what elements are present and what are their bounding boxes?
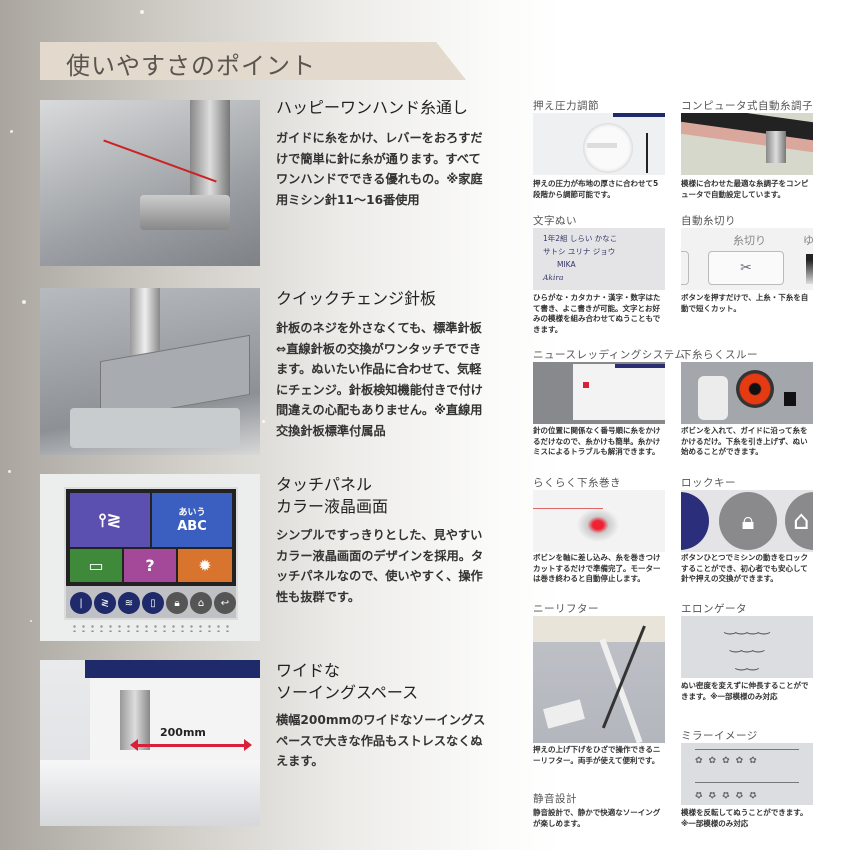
home-icon[interactable]: ⌂ xyxy=(190,592,212,614)
buttonhole-button[interactable]: ▯ xyxy=(142,592,164,614)
feature-body: 針板のネジを外さなくても、標準針板⇔直線針板の交換がワンタッチでできます。ぬいた… xyxy=(276,321,483,438)
folder-icon: ▭ xyxy=(88,556,104,575)
feature-title: ワイドな ソーイングスペース xyxy=(276,661,419,702)
scallop-row: ‿‿ xyxy=(735,655,759,671)
lock-key-photo: 🔒︎ ⌂ xyxy=(681,490,813,552)
point-body: 針の位置に関係なく番号順に糸をかけるだけなので、糸かけも簡単。糸かけミスによるト… xyxy=(533,426,661,456)
page-title: 使いやすさのポイント xyxy=(66,52,316,80)
home-icon: ⌂ xyxy=(785,492,813,550)
thread-cut-label: 糸切り xyxy=(733,234,766,247)
point-body: ボビンを軸に差し込み、糸を巻きつけカットするだけで準備完了。モーターは巻き終わる… xyxy=(533,553,661,583)
lcd-folder-tile[interactable]: ▭ xyxy=(70,549,122,582)
point-body: ボビンを入れて、ガイドに沿って糸をかけるだけ。下糸を引き上げず、ぬい始めることが… xyxy=(681,426,808,456)
point-title: 自動糸切り xyxy=(681,215,736,227)
feature-title: ハッピーワンハンド糸通し xyxy=(276,98,469,117)
point-body: ぬい密度を変えずに伸長することができます。※一部模様のみ対応 xyxy=(681,681,809,701)
point-title: 押え圧力調節 xyxy=(533,100,599,112)
lock-icon[interactable]: 🔒︎ xyxy=(166,592,188,614)
kana-label: あいう xyxy=(178,508,206,518)
elongation-sample: ‿‿‿‿ ‿‿‿ ‿‿ xyxy=(681,616,813,678)
gear-icon: ✹ xyxy=(198,556,212,575)
needle-plate-photo xyxy=(40,288,260,455)
point-title: コンピュータ式自動糸調子 xyxy=(681,100,813,112)
point-title: エロンゲータ xyxy=(681,603,747,615)
abc-label: ABC xyxy=(177,519,207,534)
sample-line: 1年2組 しらい かなこ xyxy=(543,234,618,243)
scallop-row: ‿‿‿ xyxy=(730,637,764,653)
feature-body: ガイドに糸をかけ、レバーをおろすだけで簡単に針に糸が通ります。すべてワンハンドで… xyxy=(276,131,483,207)
thread-cut-button[interactable]: ✂ xyxy=(708,251,784,285)
lock-icon: 🔒︎ xyxy=(719,492,777,550)
lcd-help-tile[interactable]: ? xyxy=(124,549,176,582)
point-title: ニーリフター xyxy=(533,603,599,615)
point-body: ひらがな・カタカナ・漢字・数字はたて書き、よこ書きが可能。文字とお好みの模様を組… xyxy=(533,293,661,334)
point-body: 押えの上げ下げをひざで操作できるニーリフター。両手が使えて便利です。 xyxy=(533,745,661,765)
point-title: 文字ぬい xyxy=(533,215,577,227)
point-title: ロックキー xyxy=(681,477,736,489)
point-body: 模様に合わせた最適な糸調子をコンピュータで自動設定しています。 xyxy=(681,179,809,199)
zigzag-stitch-button[interactable]: ≷ xyxy=(94,592,116,614)
back-icon[interactable]: ↩ xyxy=(214,592,236,614)
point-title: ニュースレッディングシステム xyxy=(533,349,686,361)
character-stitch-sample: 1年2組 しらい かなこ サトシ ユリナ ジョウ MIKA Akira xyxy=(533,228,665,290)
point-body: 押えの圧力が布地の厚さに合わせて5段階から調節可能です。 xyxy=(533,179,659,199)
point-body: 静音設計で、静かで快適なソーイングが楽しめます。 xyxy=(533,808,661,828)
side-label: ゆ xyxy=(803,234,813,247)
scallop-row: ‿‿‿‿ xyxy=(724,619,770,635)
feature-title: タッチパネル カラー液晶画面 xyxy=(276,475,389,516)
lcd-settings-tile[interactable]: ✹ xyxy=(178,549,232,582)
lcd-utility-stitch-tile[interactable]: ⫯≷ xyxy=(70,493,150,547)
point-body: ボタンひとつでミシンの動きをロックすることができ、初心者でも安心して針や押えの交… xyxy=(681,553,808,583)
bobbin-winding-photo xyxy=(533,490,665,552)
mirror-image-sample: ✿✿✿✿✿ ✿✿✿✿✿ xyxy=(681,743,813,805)
sample-line: MIKA xyxy=(557,260,576,269)
thread-cutter-photo: 糸切り ゆ ✂ xyxy=(681,228,813,290)
presser-pressure-photo xyxy=(533,113,665,175)
bobbin-drop-in-photo xyxy=(681,362,813,424)
sample-line: サトシ ユリナ ジョウ xyxy=(543,247,616,256)
wide-sewing-space-photo: 200mm xyxy=(40,660,260,826)
feature-body: 横幅200mmのワイドなソーイングスペースで大きな作品もストレスなくぬえます。 xyxy=(276,713,486,768)
scissors-icon: ✂ xyxy=(740,260,752,276)
point-title: らくらく下糸巻き xyxy=(533,477,621,489)
point-title: ミラーイメージ xyxy=(681,730,758,742)
triple-stitch-button[interactable]: ≋ xyxy=(118,592,140,614)
dimension-label: 200mm xyxy=(160,726,206,739)
threading-system-photo xyxy=(533,362,665,424)
section-heading-ribbon: 使いやすさのポイント xyxy=(40,42,466,80)
point-title: 下糸らくスルー xyxy=(681,349,758,361)
point-title: 静音設計 xyxy=(533,793,577,805)
feature-body: シンプルですっきりとした、見やすいカラー液晶画面のデザインを採用。タッチパネルな… xyxy=(276,528,484,604)
feature-title: クイックチェンジ針板 xyxy=(276,289,437,308)
sample-line: Akira xyxy=(543,273,564,282)
point-body: 模様を反転してぬうことができます。※一部模様のみ対応 xyxy=(681,808,808,828)
one-hand-threading-photo xyxy=(40,100,260,266)
auto-tension-photo xyxy=(681,113,813,175)
knee-lifter-photo xyxy=(533,616,665,743)
point-body: ボタンを押すだけで、上糸・下糸を自動で短くカット。 xyxy=(681,293,809,313)
help-label: ? xyxy=(145,556,155,575)
straight-stitch-button[interactable]: | xyxy=(70,592,92,614)
